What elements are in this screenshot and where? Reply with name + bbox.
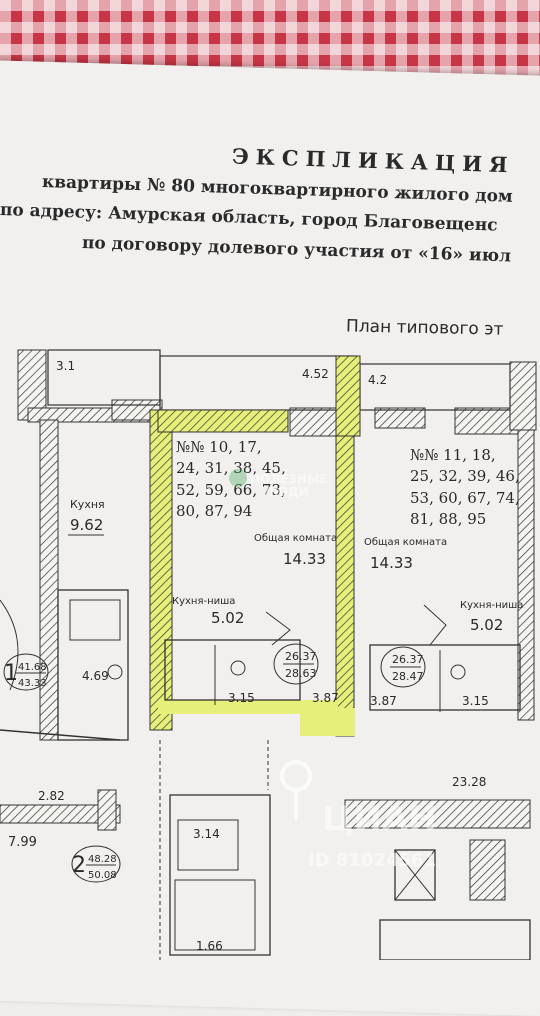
far-left-balcony-area: 3.1 <box>56 359 75 373</box>
apartment-right-total-bottom: 28.47 <box>392 670 424 683</box>
interior-walls <box>0 589 521 741</box>
apartment-left-kitchen-label: Кухня-ниша <box>172 596 235 607</box>
apartment-right-kitchen-area: 5.02 <box>470 616 503 634</box>
apartment-right-numbers-line3: 53, 60, 67, 74, <box>410 489 520 507</box>
lower-left-area-a: 2.82 <box>38 789 65 803</box>
apartment-right-labels: №№ 11, 18, 25, 32, 39, 46, 53, 60, 67, 7… <box>364 373 523 708</box>
lower-section-labels: 2.82 7.99 3.14 1.66 2 48.28 50.08 23.28 <box>8 775 486 953</box>
stamp-leaf-icon <box>229 469 247 487</box>
watermark-brand: ЦИАН <box>322 799 437 839</box>
apartment-right-hall-area: 3.87 <box>370 694 397 708</box>
apartment-left-bath-area: 3.15 <box>228 691 255 705</box>
lower-left-total-top: 48.28 <box>88 854 117 865</box>
lower-right-area: 23.28 <box>452 775 486 789</box>
apartment-right-total-top: 26.37 <box>392 653 424 666</box>
watermark: ПОЛЕЗНЫЕ ЛЮДИ ЦИАН ID 81024561 <box>229 469 437 871</box>
apartment-left-numbers-line4: 80, 87, 94 <box>176 502 252 520</box>
apartment-right-room-label: Общая комната <box>364 537 447 548</box>
apartment-left-balcony-area: 4.52 <box>302 367 329 381</box>
apartment-left-labels: №№ 10, 17, 24, 31, 38, 45, 52, 59, 66, 7… <box>172 367 339 705</box>
lower-floor-section <box>0 740 531 960</box>
cian-pin-icon <box>280 760 313 820</box>
stamp-line1: ПОЛЕЗНЫЕ <box>250 472 328 486</box>
apartment-left-numbers-line2: 24, 31, 38, 45, <box>176 459 286 477</box>
far-left-total-bottom: 43.33 <box>18 678 47 689</box>
stamp-line2: ЛЮДИ <box>264 485 309 499</box>
lower-left-total-bottom: 50.08 <box>88 870 117 881</box>
apartment-left-kitchen-area: 5.02 <box>211 609 244 627</box>
apartment-left-total-bottom: 28.63 <box>285 667 317 680</box>
lower-left-area-c: 3.14 <box>193 827 220 841</box>
lower-left-area-b: 7.99 <box>8 835 37 850</box>
apartment-right-bath-area: 3.15 <box>462 694 489 708</box>
apartment-left-room-area: 14.33 <box>283 550 326 568</box>
apartment-right-numbers-line1: №№ 11, 18, <box>410 446 496 464</box>
apartment-right-numbers-line2: 25, 32, 39, 46, <box>410 467 520 485</box>
far-left-room-count: 1 <box>4 661 18 686</box>
apartment-left-hall-area: 3.87 <box>312 691 339 705</box>
far-left-kitchen-label: Кухня <box>70 498 105 511</box>
apartment-far-left-labels: Кухня 9.62 4.69 1 41.68 43.33 3.1 <box>3 359 109 691</box>
apartment-left-numbers-line1: №№ 10, 17, <box>176 438 262 456</box>
lower-left-room-count: 2 <box>72 853 86 878</box>
apartment-left-total-top: 26.37 <box>285 650 317 663</box>
apartment-right-room-area: 14.33 <box>370 554 413 572</box>
apartment-left-numbers-line3: 52, 59, 66, 73, <box>176 481 286 499</box>
apartment-left-room-label: Общая комната <box>254 533 337 544</box>
apartment-right-kitchen-label: Кухня-ниша <box>460 600 523 611</box>
apartment-right-balcony-area: 4.2 <box>368 373 387 387</box>
watermark-id: ID 81024561 <box>308 850 436 871</box>
apartment-right-numbers-line4: 81, 88, 95 <box>410 510 486 528</box>
floor-plan: №№ 10, 17, 24, 31, 38, 45, 52, 59, 66, 7… <box>0 349 537 960</box>
far-left-kitchen-area: 9.62 <box>70 516 103 534</box>
highlighted-apartment-walls <box>149 355 361 737</box>
far-left-total-top: 41.68 <box>18 662 47 673</box>
lower-left-area-d: 1.66 <box>196 939 223 953</box>
far-left-bath-area: 4.69 <box>82 669 109 683</box>
